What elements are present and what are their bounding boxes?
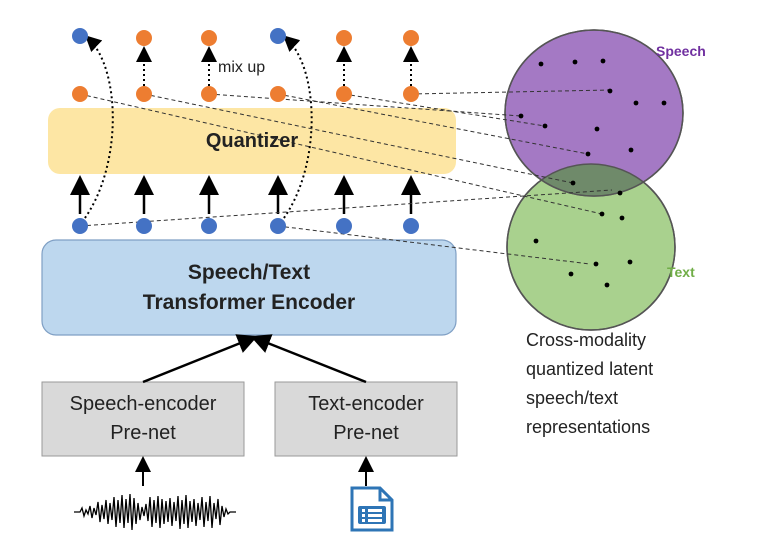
output-tokens <box>72 28 419 46</box>
quantization-mapping-lines <box>79 89 613 265</box>
quantized-tokens <box>72 86 419 102</box>
venn-speech-label: Speech <box>656 43 706 59</box>
arrow-text-prenet <box>250 334 367 384</box>
arrow-speech-prenet <box>142 334 258 384</box>
caption-line: quantized latent <box>526 359 654 379</box>
caption-line: Cross-modality <box>526 330 647 350</box>
mixup-label: mix up <box>218 59 266 76</box>
caption-line: speech/text <box>526 388 619 408</box>
caption-line: representations <box>526 417 651 437</box>
latent-points <box>518 58 667 288</box>
quantizer-label: Quantizer <box>205 129 299 152</box>
mixup-dotted-arrows <box>81 35 419 223</box>
speech-waveform-icon <box>74 493 236 531</box>
venn-text-label: Text <box>667 264 695 280</box>
text-document-icon <box>350 486 394 532</box>
caption: Cross-modality quantized latent speech/t… <box>526 326 726 442</box>
encoder-output-tokens <box>72 218 419 234</box>
encoder-to-quantizer-arrows <box>70 175 421 214</box>
